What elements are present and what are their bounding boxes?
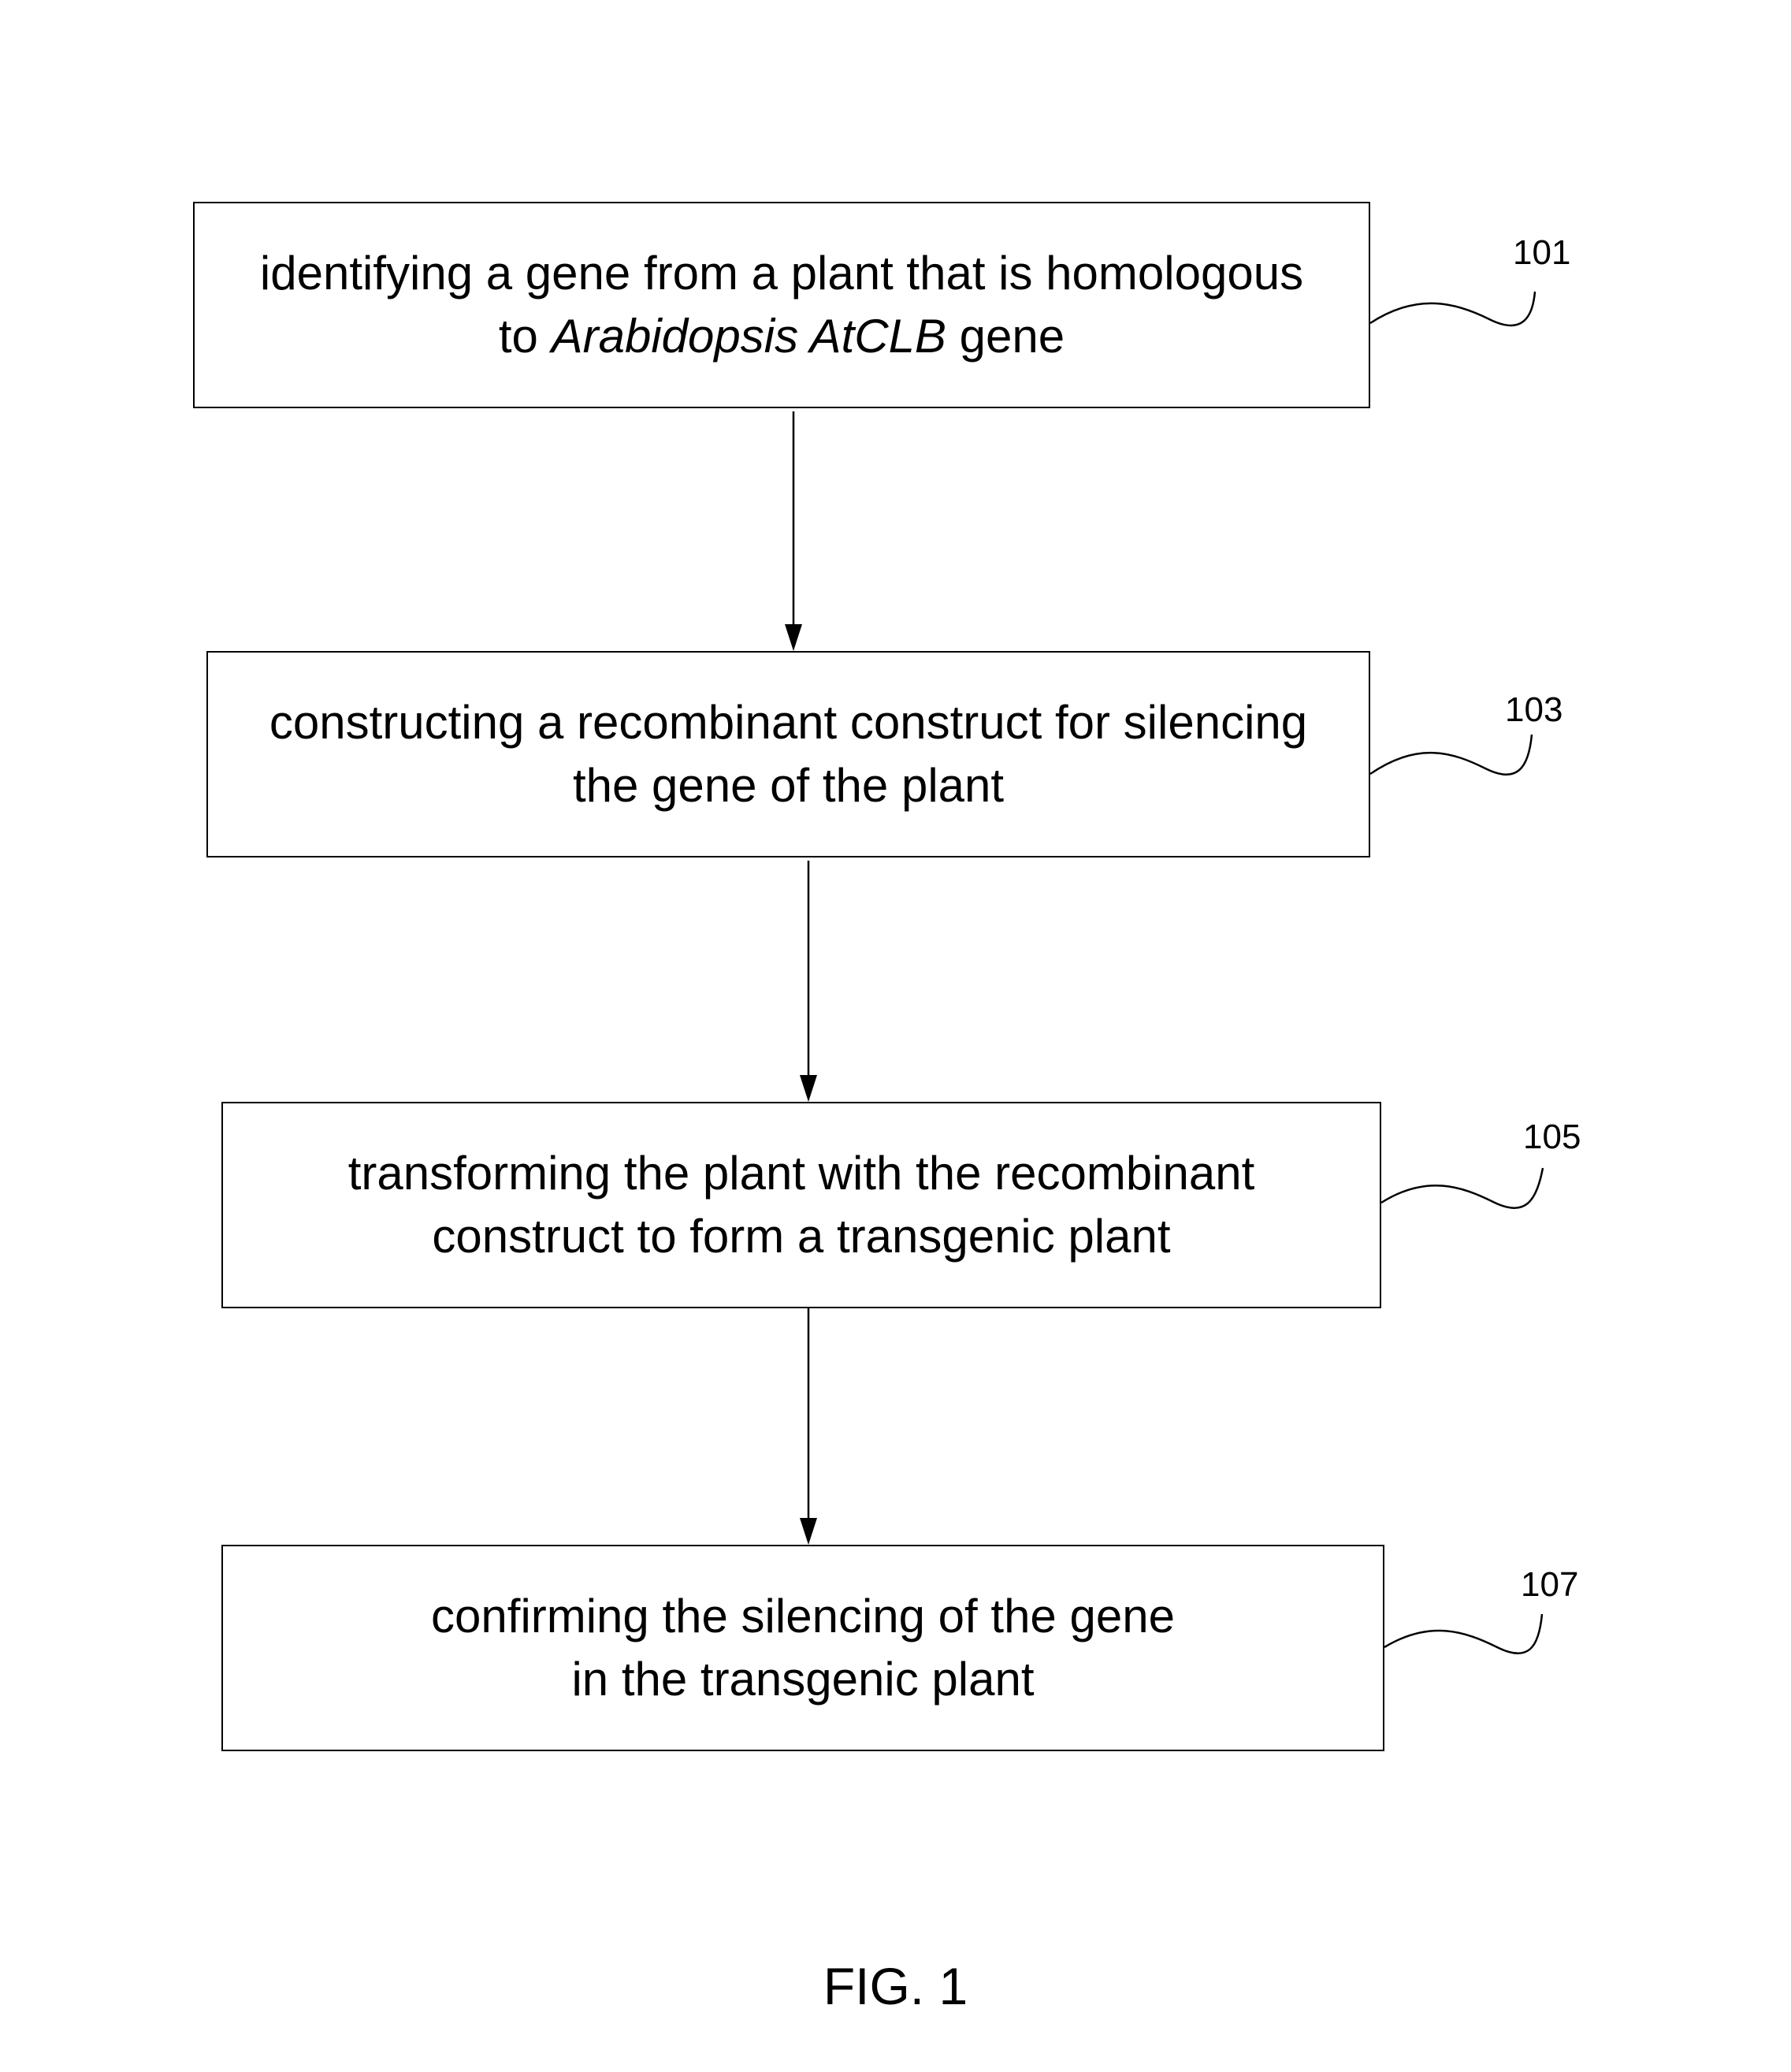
step-105-line-2: construct to form a transgenic plant: [348, 1205, 1255, 1268]
arrow-105-to-107-head: [800, 1518, 817, 1545]
step-text-103: constructing a recombinant construct for…: [254, 691, 1323, 817]
step-105-line-1: transforming the plant with the recombin…: [348, 1142, 1255, 1205]
leader-line-107: [1384, 1614, 1542, 1654]
arrow-103-to-105-head: [800, 1075, 817, 1102]
step-box-103: constructing a recombinant construct for…: [206, 651, 1370, 857]
step-box-107: confirming the silencing of the gene in …: [221, 1545, 1384, 1751]
leader-line-105: [1381, 1168, 1543, 1208]
leader-line-103: [1370, 735, 1532, 775]
step-107-line-2: in the transgenic plant: [431, 1648, 1175, 1711]
step-103-line-1: constructing a recombinant construct for…: [269, 691, 1307, 754]
figure-caption: FIG. 1: [0, 1955, 1791, 2018]
step-101-line-1: identifying a gene from a plant that is …: [260, 242, 1303, 305]
step-101-line-2-pre: to: [499, 310, 552, 363]
ref-label-105: 105: [1523, 1118, 1581, 1157]
step-text-101: identifying a gene from a plant that is …: [244, 242, 1319, 368]
leader-line-101: [1370, 292, 1535, 325]
step-text-105: transforming the plant with the recombin…: [333, 1142, 1271, 1268]
ref-label-107: 107: [1521, 1565, 1578, 1605]
ref-label-101: 101: [1513, 233, 1570, 273]
step-103-line-2: the gene of the plant: [269, 754, 1307, 817]
step-box-101: identifying a gene from a plant that is …: [193, 202, 1370, 408]
step-101-line-2: to Arabidopsis AtCLB gene: [260, 305, 1303, 368]
step-text-107: confirming the silencing of the gene in …: [415, 1585, 1191, 1711]
step-101-line-2-post: gene: [946, 310, 1065, 363]
arrow-101-to-103-head: [785, 624, 802, 651]
step-box-105: transforming the plant with the recombin…: [221, 1102, 1381, 1308]
step-107-line-1: confirming the silencing of the gene: [431, 1585, 1175, 1648]
ref-label-103: 103: [1505, 690, 1562, 730]
step-101-gene-name: Arabidopsis AtCLB: [552, 310, 946, 363]
